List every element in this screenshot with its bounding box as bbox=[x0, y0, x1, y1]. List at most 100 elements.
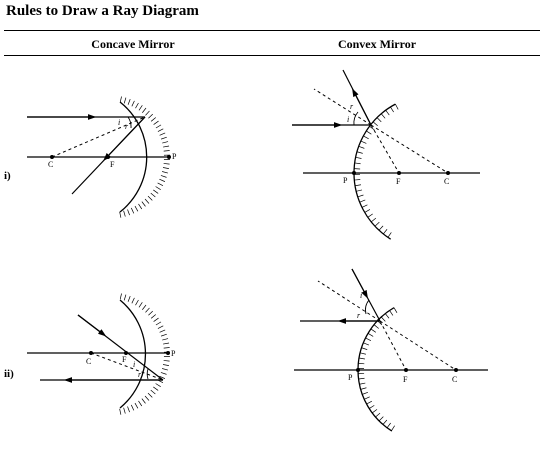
column-heading-concave: Concave Mirror bbox=[91, 37, 175, 51]
hatch-mark bbox=[385, 110, 390, 116]
hatch-mark bbox=[153, 386, 159, 391]
hatch-mark bbox=[361, 347, 368, 350]
label-f-3: F bbox=[122, 355, 127, 364]
hatch-mark bbox=[381, 316, 386, 322]
normal-ext-4 bbox=[317, 280, 381, 322]
hatch-mark bbox=[160, 136, 167, 140]
hatch-mark bbox=[363, 135, 369, 140]
hatch-mark bbox=[131, 297, 135, 304]
point-p-3 bbox=[166, 351, 170, 355]
label-i-2: i bbox=[347, 115, 349, 124]
hatch-mark bbox=[162, 167, 169, 169]
mirror-hatching-2 bbox=[353, 103, 399, 240]
hatch-mark bbox=[119, 293, 122, 300]
hatch-mark bbox=[127, 295, 131, 302]
hatch-mark bbox=[383, 229, 388, 235]
hatch-mark bbox=[142, 107, 147, 113]
virtual-ray-4 bbox=[379, 320, 407, 371]
hatch-mark bbox=[358, 377, 365, 380]
label-c-1: C bbox=[48, 160, 53, 169]
label-r-1: r bbox=[125, 122, 129, 131]
angle-arc-4 bbox=[365, 299, 370, 315]
label-p-1: P bbox=[172, 152, 177, 161]
hatch-mark bbox=[163, 145, 170, 148]
hatch-mark bbox=[148, 113, 153, 119]
hatch-mark bbox=[123, 97, 127, 104]
hatch-mark bbox=[142, 304, 147, 310]
hatch-mark bbox=[119, 96, 122, 103]
label-c-3: C bbox=[86, 357, 91, 366]
point-f-1 bbox=[106, 155, 110, 159]
hatch-mark bbox=[380, 113, 386, 119]
label-r-3: r bbox=[138, 370, 142, 379]
hatch-mark bbox=[369, 125, 375, 131]
incident-ray-3-arrow bbox=[77, 314, 107, 337]
hatch-mark bbox=[127, 98, 131, 105]
hatch-mark bbox=[360, 387, 367, 390]
hatch-mark bbox=[130, 207, 135, 214]
hatch-mark bbox=[145, 110, 150, 116]
hatch-mark bbox=[159, 178, 166, 182]
hatch-mark bbox=[370, 217, 377, 223]
hatch-mark bbox=[358, 357, 365, 360]
hatch-mark bbox=[382, 419, 388, 425]
hatch-mark bbox=[147, 195, 153, 201]
hatch-mark bbox=[354, 184, 362, 187]
page-title: Rules to Draw a Ray Diagram bbox=[6, 3, 199, 19]
hatch-mark bbox=[361, 204, 368, 208]
label-p-4: P bbox=[348, 373, 353, 382]
label-p-2: P bbox=[343, 176, 348, 185]
point-p-2 bbox=[352, 171, 356, 175]
hatch-mark bbox=[373, 324, 379, 329]
hatch-mark bbox=[376, 117, 382, 123]
hatch-mark bbox=[366, 400, 372, 405]
hatch-mark bbox=[355, 156, 362, 159]
hatch-mark bbox=[134, 205, 139, 212]
mirror-hatching-3 bbox=[119, 293, 170, 415]
hatch-mark bbox=[150, 117, 156, 122]
hatch-mark bbox=[163, 163, 170, 165]
hatch-mark bbox=[148, 310, 153, 316]
point-c-1 bbox=[50, 155, 54, 159]
hatch-mark bbox=[153, 189, 159, 194]
hatch-mark bbox=[138, 302, 143, 308]
hatch-mark bbox=[130, 404, 135, 411]
normal-line-4 bbox=[379, 320, 457, 371]
reflected-ray-1-arrow bbox=[103, 116, 146, 162]
hatch-mark bbox=[123, 407, 126, 414]
hatch-mark bbox=[155, 124, 162, 129]
hatch-mark bbox=[141, 398, 146, 404]
normal-line-2 bbox=[370, 124, 449, 174]
hatch-mark bbox=[374, 221, 380, 227]
normal-ext-2 bbox=[313, 88, 372, 126]
hatch-mark bbox=[147, 392, 153, 398]
hatch-mark bbox=[155, 186, 161, 190]
hatch-mark bbox=[359, 199, 366, 203]
virtual-ray-2 bbox=[370, 124, 400, 174]
hatch-mark bbox=[155, 383, 161, 387]
reflected-ray-2-arrow bbox=[352, 88, 372, 126]
hatch-mark bbox=[150, 314, 156, 319]
hatch-mark bbox=[157, 128, 164, 132]
hatch-mark bbox=[378, 416, 384, 422]
label-f-4: F bbox=[403, 375, 408, 384]
hatch-mark bbox=[364, 209, 371, 213]
hatch-mark bbox=[153, 120, 159, 125]
point-f-3 bbox=[124, 351, 128, 355]
hatch-mark bbox=[150, 389, 156, 395]
normal-line-1 bbox=[51, 116, 146, 158]
label-r-2: r bbox=[350, 102, 354, 111]
hatch-mark bbox=[127, 406, 130, 413]
hatch-mark bbox=[145, 307, 150, 313]
hatch-mark bbox=[159, 132, 166, 136]
hatch-mark bbox=[370, 328, 377, 333]
hatch-mark bbox=[162, 171, 168, 174]
hatch-mark bbox=[131, 100, 135, 107]
concave-mirror-3 bbox=[119, 299, 147, 409]
hatch-mark bbox=[386, 422, 391, 429]
point-c-4 bbox=[454, 368, 458, 372]
hatch-mark bbox=[357, 194, 364, 198]
hatch-mark bbox=[354, 179, 361, 181]
hatch-mark bbox=[144, 395, 150, 401]
